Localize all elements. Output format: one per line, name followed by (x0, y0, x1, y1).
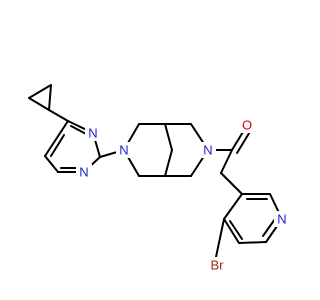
atom-label-n-pyrimidine-top: N (88, 126, 97, 141)
atom-label-n-pyridine: N (277, 212, 286, 227)
atom-labels: N N N N O N Br (76, 117, 290, 273)
bond (220, 149, 233, 174)
bond (238, 241, 267, 244)
bond (44, 120, 69, 157)
atom-label-n-pyrrolidine-right: N (203, 143, 212, 158)
bond (48, 84, 52, 111)
bond (236, 129, 252, 154)
bond (50, 134, 65, 157)
bond (28, 84, 52, 99)
atom-label-bromine: Br (211, 258, 225, 273)
atom-label-n-pyrrolidine-left: N (119, 143, 128, 158)
atom-label-o-carbonyl: O (242, 118, 252, 133)
bond (164, 149, 173, 177)
bond (223, 193, 243, 220)
molecule-structure: N N N N O N Br (28, 84, 290, 273)
bond (164, 123, 173, 151)
bond (220, 172, 243, 195)
bonds (28, 84, 283, 258)
atom-label-n-pyrimidine-bottom: N (79, 165, 88, 180)
bond (262, 218, 276, 237)
bond (215, 218, 225, 258)
bond (44, 155, 59, 173)
bond (28, 97, 50, 111)
bond (229, 220, 243, 240)
bond (223, 218, 240, 244)
bond (48, 109, 69, 122)
